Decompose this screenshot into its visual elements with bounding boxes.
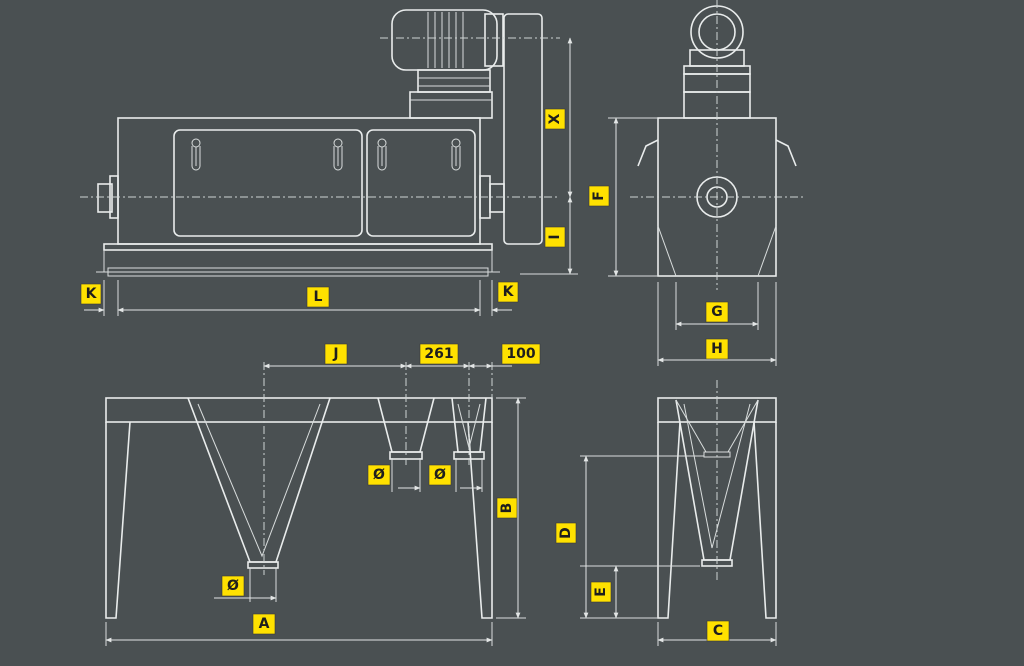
- label-x: X: [544, 108, 566, 130]
- label-k-left: K: [80, 283, 102, 305]
- label-h: H: [705, 338, 729, 360]
- label-100-text: 100: [506, 346, 535, 362]
- label-l: L: [306, 286, 330, 308]
- label-c-text: C: [713, 623, 723, 639]
- motor: [391, 9, 504, 119]
- label-dia-1: Ø: [367, 464, 391, 486]
- label-j-text: J: [332, 346, 338, 362]
- label-f-text: F: [591, 191, 607, 201]
- label-i-text: I: [547, 234, 563, 239]
- label-e-text: E: [593, 587, 609, 597]
- label-dia-2: Ø: [428, 464, 452, 486]
- front-view: [80, 9, 578, 316]
- side-view: [608, 0, 805, 366]
- label-a-text: A: [259, 616, 270, 632]
- label-j: J: [324, 343, 348, 365]
- label-c: C: [706, 620, 730, 642]
- label-261: 261: [419, 343, 459, 365]
- label-l-text: L: [314, 289, 323, 305]
- label-dia-3-text: Ø: [227, 578, 239, 594]
- label-b-text: B: [499, 503, 515, 514]
- label-e: E: [590, 581, 612, 603]
- label-d: D: [555, 522, 577, 544]
- label-dia-3: Ø: [221, 575, 245, 597]
- label-h-text: H: [711, 341, 723, 357]
- frame-front-view: [105, 362, 526, 646]
- label-a: A: [252, 613, 276, 635]
- label-x-text: X: [547, 113, 563, 124]
- label-k-left-text: K: [86, 286, 98, 302]
- label-g: G: [705, 301, 729, 323]
- label-k-right: K: [497, 281, 519, 303]
- label-dia-1-text: Ø: [373, 467, 385, 483]
- label-k-right-text: K: [503, 284, 515, 300]
- label-100: 100: [501, 343, 541, 365]
- frame-side-view: [580, 380, 777, 646]
- label-b: B: [496, 497, 518, 519]
- belt-guard: [503, 13, 543, 245]
- label-i: I: [544, 226, 566, 248]
- press-body: [96, 117, 505, 277]
- label-f: F: [588, 185, 610, 207]
- label-261-text: 261: [424, 346, 453, 362]
- label-g-text: G: [711, 304, 723, 320]
- label-d-text: D: [558, 527, 574, 539]
- label-dia-2-text: Ø: [434, 467, 446, 483]
